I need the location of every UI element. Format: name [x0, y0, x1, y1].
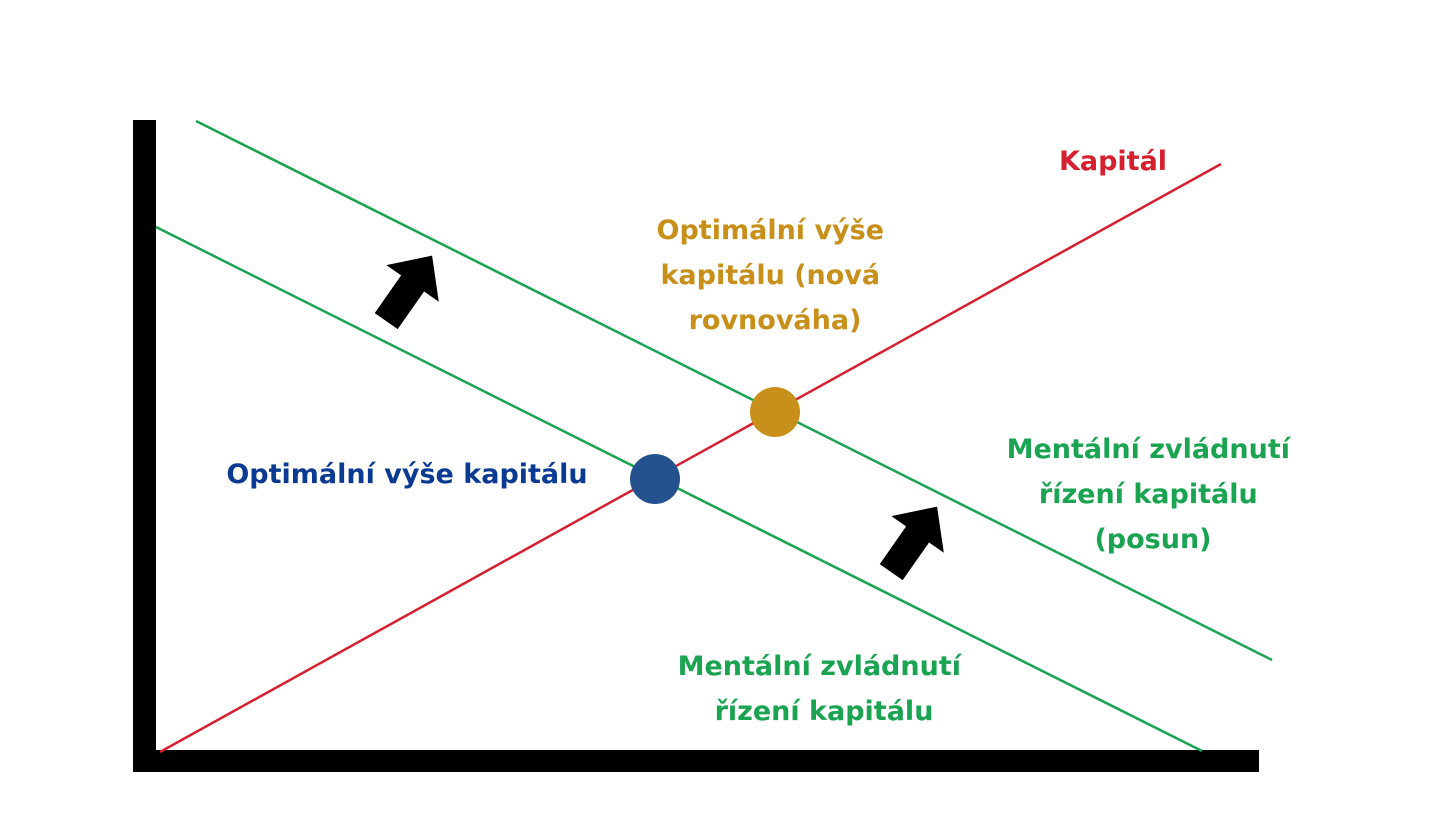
management-shifted-label-line: Mentální zvládnutí	[1007, 434, 1292, 465]
shift-arrow-icon	[374, 255, 439, 330]
capital-line	[159, 162, 1222, 754]
optimal-new-label-line: rovnováha)	[689, 305, 862, 336]
optimal-original-label: Optimální výše kapitálu	[226, 459, 587, 490]
optimal-new-label: Optimální výše kapitálu (nová rovnováha)	[657, 215, 894, 336]
management-shifted-label-line: (posun)	[1094, 524, 1211, 555]
management-line-original	[155, 225, 1203, 753]
management-original-label-line: řízení kapitálu	[715, 696, 934, 727]
capital-label: Kapitál	[1059, 146, 1167, 177]
management-line-shifted	[195, 119, 1273, 662]
optimal-new-label-line: kapitálu (nová	[660, 260, 880, 291]
y-axis	[133, 120, 156, 772]
management-shifted-label: Mentální zvládnutí řízení kapitálu (posu…	[1007, 434, 1300, 555]
shift-arrow-icon	[879, 506, 944, 581]
optimal-new-label-line: Optimální výše	[657, 215, 885, 246]
x-axis	[133, 750, 1259, 772]
management-original-label-line: Mentální zvládnutí	[678, 651, 963, 682]
management-shifted-label-line: řízení kapitálu	[1039, 479, 1258, 510]
optimal-point-original	[630, 454, 680, 504]
management-original-label: Mentální zvládnutí řízení kapitálu	[678, 651, 971, 727]
optimal-point-new	[750, 387, 800, 437]
